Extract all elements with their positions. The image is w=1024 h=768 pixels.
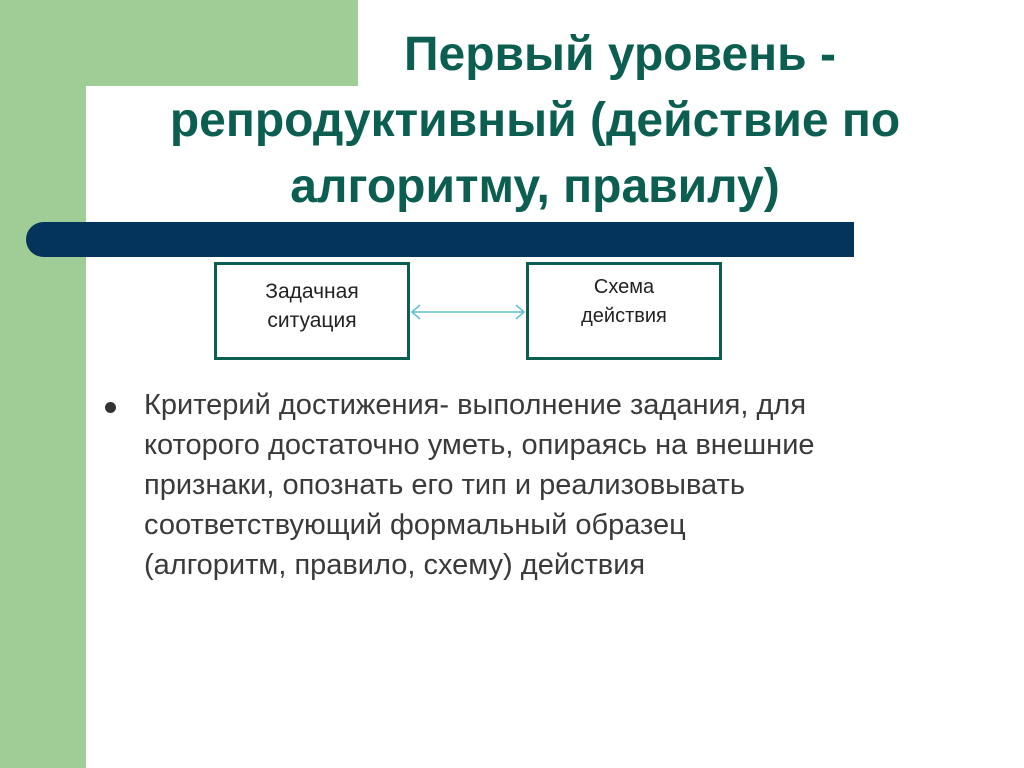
double-arrow-icon	[410, 304, 526, 320]
slide-title-line: репродуктивный (действие по	[169, 94, 901, 147]
bullet-text-line: Критерий достижения- выполнение задания,…	[144, 389, 807, 421]
diagram-box-text: Схема	[593, 276, 655, 298]
decorative-green-side	[0, 0, 86, 768]
bullet-text-line: которого достаточно уметь, опираясь на в…	[144, 429, 815, 461]
bullet-text-line: (алгоритм, правило, схему) действия	[144, 549, 646, 581]
bullet-text-line: соответствующий формальный образец	[144, 509, 686, 541]
decorative-navy-bar	[26, 222, 854, 257]
slide-title-line: алгоритму, правилу)	[290, 160, 780, 213]
slide-title-line: Первый уровень -	[404, 28, 836, 81]
diagram-box-text: Задачная	[265, 280, 359, 303]
diagram-box-text: ситуация	[267, 309, 357, 332]
decorative-green-top	[0, 0, 358, 86]
bullet-list: Критерий достижения- выполнение задания,…	[100, 385, 980, 585]
bullet-item-criterion: Критерий достижения- выполнение задания,…	[100, 385, 980, 585]
slide-title: Первый уровень - репродуктивный (действи…	[60, 22, 1010, 220]
diagram-box-action-scheme: Схема действия	[526, 262, 722, 360]
bullet-text-line: признаки, опознать его тип и реализовыва…	[144, 469, 745, 501]
bullet-dot-icon	[105, 402, 116, 413]
diagram-box-task-situation: Задачная ситуация	[214, 262, 410, 360]
diagram-box-text: действия	[581, 305, 667, 327]
